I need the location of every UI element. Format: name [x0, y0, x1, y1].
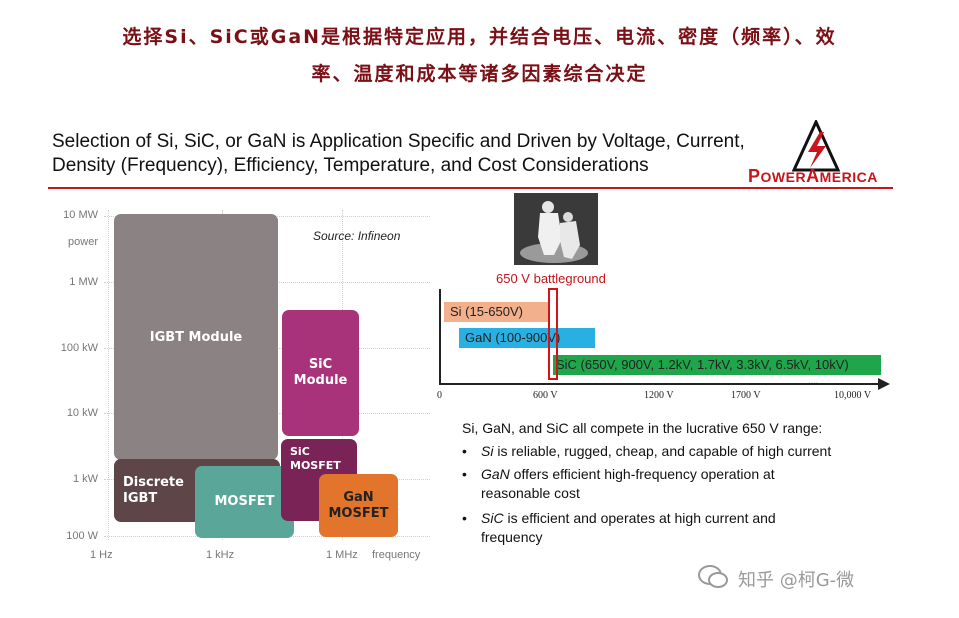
tick-ellipsis: .... — [808, 376, 818, 387]
wechat-icon — [698, 565, 728, 588]
bullet-si: • Si is reliable, rugged, cheap, and cap… — [462, 443, 832, 459]
title-cn-line2: 率、温度和成本等诸多因素综合决定 — [311, 63, 648, 85]
y-label-10mw: 10 MW — [63, 209, 98, 221]
heading-en-line1: Selection of Si, SiC, or GaN is Applicat… — [52, 131, 745, 152]
x-label-1mhz: 1 MHz — [326, 549, 358, 561]
tick-1200: 1200 V — [644, 390, 674, 401]
y-label-1mw: 1 MW — [69, 276, 98, 288]
tick-10000: 10,000 V — [834, 390, 872, 401]
bar-si: Si (15-650V) — [444, 302, 550, 322]
y-label-1kw: 1 kW — [72, 473, 98, 485]
judo-image-icon — [514, 193, 598, 265]
power-america-logo-icon — [792, 120, 840, 172]
block-sic-module: SiC Module — [282, 310, 359, 436]
y-label-10kw: 10 kW — [66, 407, 98, 419]
block-igbt-module: IGBT Module — [114, 214, 278, 460]
bullet-gan: • GaN offers efficient high-frequency op… — [462, 466, 775, 482]
x-axis-line — [439, 383, 881, 385]
tick-1700: 1700 V — [731, 390, 761, 401]
tick-0: 0 — [437, 390, 442, 401]
y-label-100w: 100 W — [66, 530, 98, 542]
heading-en-line2: Density (Frequency), Efficiency, Tempera… — [52, 155, 649, 176]
x-label-1hz: 1 Hz — [90, 549, 113, 561]
x-label-1khz: 1 kHz — [206, 549, 235, 561]
block-mosfet: MOSFET — [195, 466, 294, 538]
block-gan-mosfet: GaN MOSFET — [319, 474, 398, 537]
battleground-label: 650 V battleground — [496, 271, 606, 286]
bullet-gan-cont: reasonable cost — [481, 485, 580, 501]
y-axis-line — [439, 289, 441, 384]
chart-source: Source: Infineon — [313, 229, 401, 243]
bar-sic: SiC (650V, 900V, 1.2kV, 1.7kV, 3.3kV, 6.… — [553, 355, 881, 375]
summary-intro: Si, GaN, and SiC all compete in the lucr… — [462, 420, 823, 436]
battleground-marker — [548, 288, 558, 380]
x-axis-arrow-icon — [878, 378, 890, 390]
tick-600: 600 V — [533, 390, 558, 401]
header-divider — [48, 187, 893, 189]
y-label-100kw: 100 kW — [60, 342, 98, 354]
power-america-logo: POWERAMERICA — [748, 166, 878, 186]
title-cn-line1: 选择Si、SiC或GaN是根据特定应用，并结合电压、电流、密度（频率）、效 — [122, 26, 837, 48]
bullet-sic: • SiC is efficient and operates at high … — [462, 510, 776, 526]
x-label-frequency: frequency — [372, 549, 421, 561]
watermark-text: 知乎 @柯G-微 — [738, 570, 855, 591]
judo-photo — [514, 193, 598, 265]
y-label-power: power — [68, 236, 98, 248]
bar-gan: GaN (100-900V) — [459, 328, 595, 348]
bullet-sic-cont: frequency — [481, 529, 543, 545]
